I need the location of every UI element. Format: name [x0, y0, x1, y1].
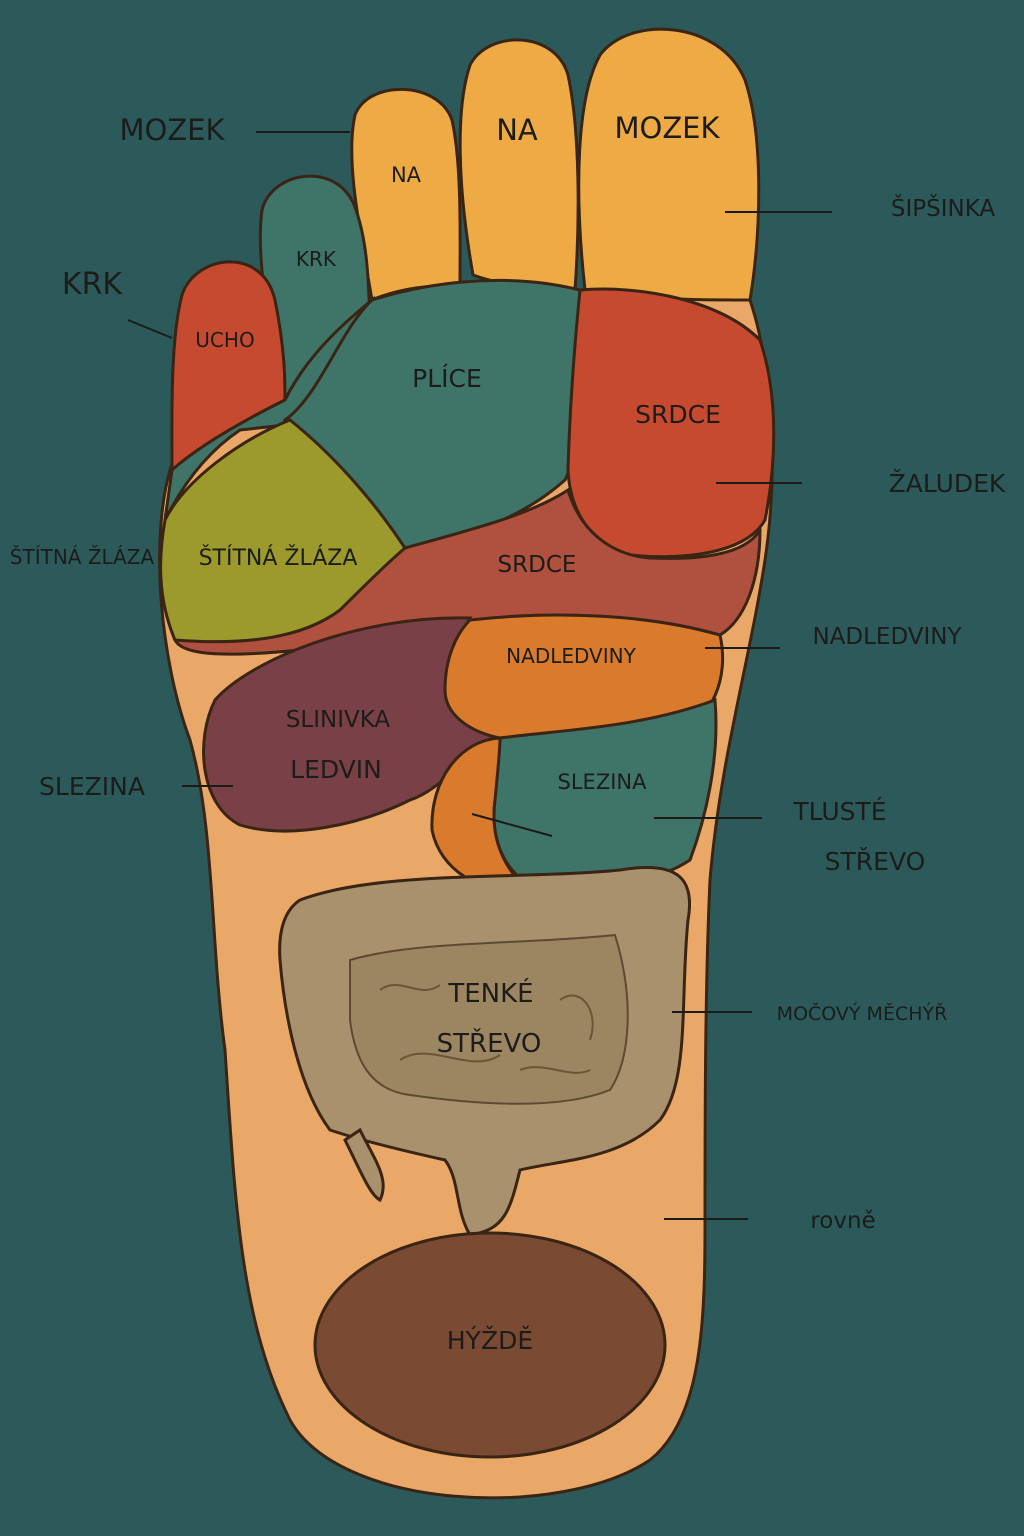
callout-tluste-2: STŘEVO [825, 847, 926, 876]
callout-tluste-1: TLUSTÉ [792, 797, 886, 826]
callout-zaludek: ŽALUDEK [889, 469, 1006, 498]
callout-rovne: rovně [810, 1208, 875, 1234]
callout-nadledviny: NADLEDVINY [812, 624, 962, 650]
leader-slezina-inner [471, 813, 553, 837]
heel-zone [313, 1231, 667, 1459]
label-pancreas-2: LEDVIN [290, 755, 382, 784]
label-heart-lower: SRDCE [498, 552, 577, 578]
label-second-toe: NA [496, 113, 538, 147]
small-intestine [349, 933, 629, 1105]
intestine-folds [379, 984, 594, 1074]
label-small-intestine-2: STŘEVO [437, 1027, 542, 1059]
label-big-toe: MOZEK [614, 111, 720, 145]
callout-krk: KRK [62, 267, 124, 302]
leader-krk [127, 319, 173, 339]
callout-mocovy-mechyr: MOČOVÝ MĚCHÝŘ [777, 1001, 948, 1025]
label-spleen: SLEZINA [558, 770, 648, 794]
callout-stitna-zlaza: ŠTÍTNÁ ŽLÁZA [10, 545, 155, 569]
label-heel: HÝŽDĚ [447, 1326, 533, 1355]
label-little-toe: UCHO [195, 328, 254, 352]
second-toe [458, 38, 580, 292]
heart-upper-zone [566, 287, 776, 559]
label-lungs: PLÍCE [412, 364, 482, 393]
label-adrenals: NADLEDVINY [506, 644, 636, 668]
big-toe [577, 27, 761, 302]
callout-sipsinka: ŠIPŠINKA [891, 194, 996, 222]
callout-slezina: SLEZINA [39, 772, 145, 801]
label-pancreas-1: SLINIVKA [286, 707, 391, 733]
label-thyroid: ŠTÍTNÁ ŽLÁZA [199, 545, 358, 571]
callout-mozek: MOZEK [119, 113, 225, 147]
neck-zone [163, 295, 376, 521]
intestine-tail [343, 1127, 385, 1203]
label-fourth-toe: KRK [296, 247, 337, 271]
label-small-intestine-1: TENKÉ [447, 977, 533, 1009]
label-heart-upper: SRDCE [635, 400, 721, 429]
label-third-toe: NA [391, 163, 422, 187]
